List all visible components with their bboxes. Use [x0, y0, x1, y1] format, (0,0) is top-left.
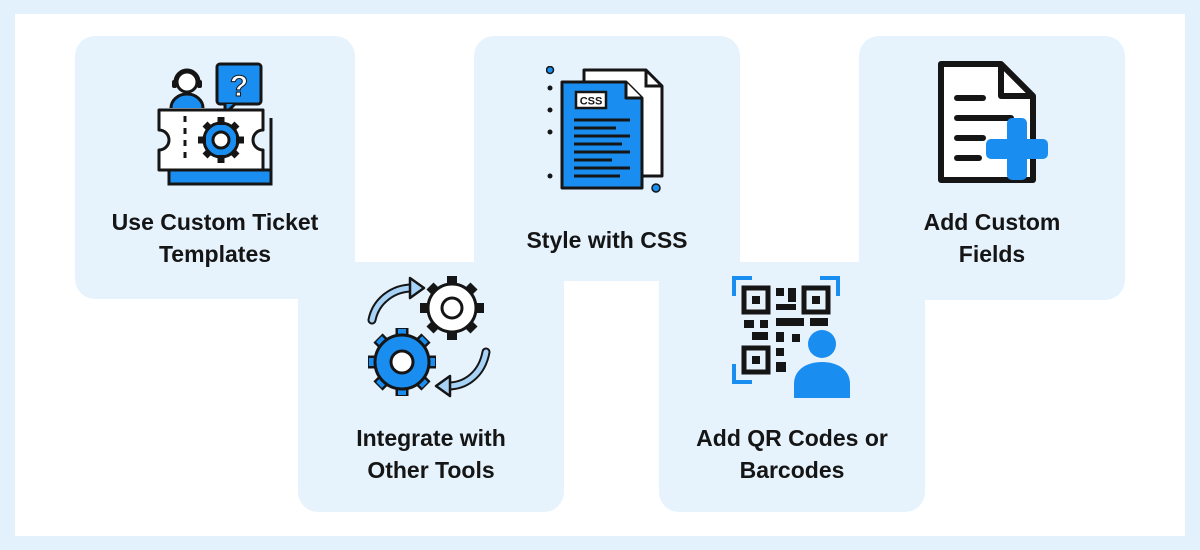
card-add-qr-codes-or-barcodes: Add QR Codes or Barcodes	[659, 262, 925, 512]
card-label: Integrate with Other Tools	[356, 425, 506, 483]
svg-text:?: ?	[230, 70, 248, 103]
gears-sync-icon	[367, 276, 491, 398]
card-integrate-with-other-tools: Integrate with Other Tools	[298, 262, 564, 512]
card-label: Style with CSS	[526, 227, 688, 253]
support-ticket-icon: ?	[157, 62, 273, 186]
card-label: Add QR Codes or Barcodes	[696, 425, 888, 483]
add-document-icon	[938, 61, 1048, 183]
css-file-icon: CSS	[546, 66, 664, 193]
card-custom-ticket-templates: ? Use Custom Ticket Templates	[75, 36, 355, 299]
card-add-custom-fields: Add Custom Fields	[859, 36, 1125, 300]
card-style-with-css: CSS Style with CSS	[474, 36, 740, 281]
css-badge-text: CSS	[580, 96, 603, 108]
card-label: Add Custom Fields	[923, 209, 1061, 267]
card-label: Use Custom Ticket Templates	[111, 209, 319, 267]
qr-code-user-icon	[732, 276, 850, 398]
